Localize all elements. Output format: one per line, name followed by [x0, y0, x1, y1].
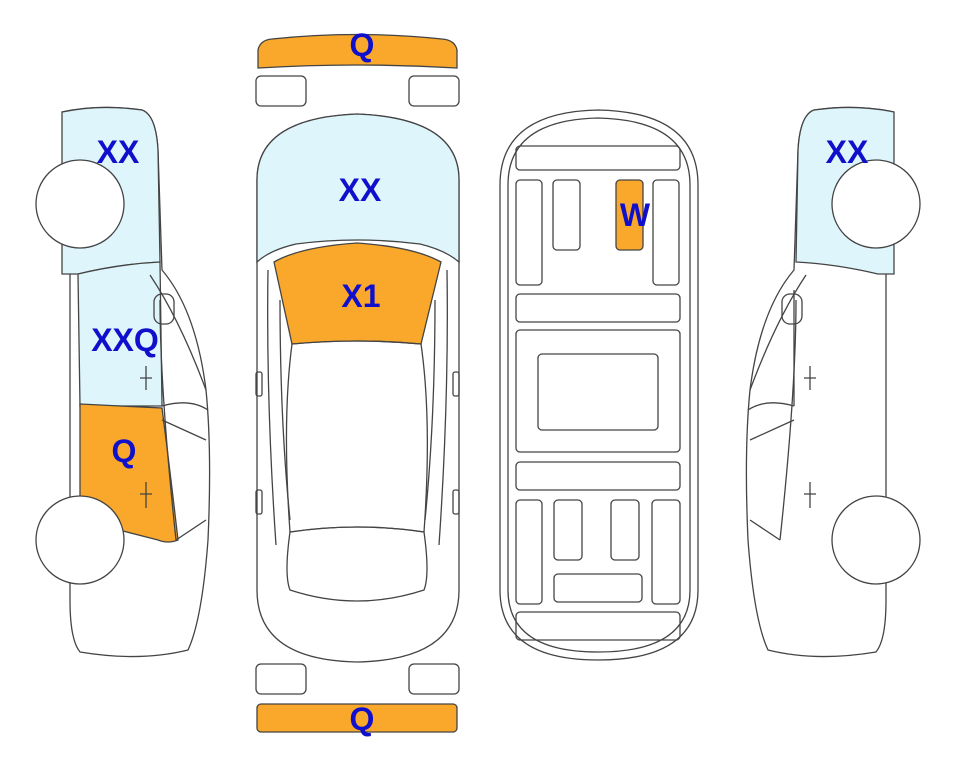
right-side-view — [745, 106, 921, 658]
underbody-panel-7 — [537, 353, 659, 431]
label-left-rear-door: Q — [112, 433, 137, 469]
left-side-view — [35, 106, 211, 658]
right-a-pillar — [749, 274, 807, 391]
right-handle-rear — [804, 482, 816, 508]
left-handle — [255, 489, 263, 515]
right-door-line — [749, 419, 795, 441]
right-rear-wheel — [831, 495, 921, 585]
left-door-line — [161, 419, 207, 441]
underbody-outline — [499, 109, 699, 661]
right-door-bottom — [749, 519, 781, 541]
right-belt-line — [747, 402, 795, 411]
rear-right-light — [408, 663, 460, 695]
left-a-pillar — [149, 274, 207, 391]
rear-window — [286, 526, 428, 602]
front-bumper-panel[interactable] — [257, 33, 458, 69]
underbody-panel-13 — [553, 573, 643, 603]
underbody-panel-14 — [515, 611, 681, 641]
right-side-glass-line — [438, 269, 448, 546]
roof-outline — [285, 340, 429, 533]
underbody-panel-9 — [515, 499, 543, 605]
label-windshield: X1 — [341, 278, 380, 314]
underbody-panel-12 — [651, 499, 681, 605]
right-mirror — [452, 371, 460, 397]
underbody-panel-11 — [610, 499, 640, 561]
underbody-view — [499, 109, 699, 661]
damage-labels: Q XX X1 Q W XX XXQ Q XX — [91, 27, 869, 737]
top-view — [255, 33, 460, 733]
underbody-panel-6 — [515, 329, 681, 453]
left-side-mirror — [153, 293, 175, 325]
left-side-glass-line — [267, 269, 277, 546]
left-front-wheel — [35, 159, 125, 249]
label-left-front-fender: XX — [97, 134, 140, 170]
rear-bumper-panel[interactable] — [256, 703, 458, 733]
left-handle-front — [140, 366, 152, 390]
label-right-front-fender: XX — [826, 134, 869, 170]
underbody-panel-5 — [515, 293, 681, 323]
front-right-light — [408, 75, 460, 107]
left-mirror — [255, 371, 263, 397]
right-side-mirror — [781, 293, 803, 325]
label-left-front-door: XXQ — [91, 322, 159, 358]
label-roof-part: W — [620, 197, 651, 233]
label-rear-bumper: Q — [350, 701, 375, 737]
left-belt-line — [161, 402, 209, 411]
underbody-panel-10 — [553, 499, 583, 561]
left-handle-rear — [140, 482, 152, 508]
underbody-inner-outline — [507, 117, 691, 653]
left-door-bottom — [175, 519, 207, 541]
underbody-panel-2 — [515, 179, 543, 286]
underbody-panel-4 — [652, 179, 680, 286]
rear-left-light — [255, 663, 307, 695]
underbody-part-w[interactable] — [615, 179, 644, 251]
front-left-light — [255, 75, 307, 107]
left-rear-wheel — [35, 495, 125, 585]
right-handle — [452, 489, 460, 515]
label-hood: XX — [339, 172, 382, 208]
label-front-bumper: Q — [350, 27, 375, 63]
right-front-wheel — [831, 159, 921, 249]
underbody-panel-3 — [552, 179, 581, 251]
right-pillar-line — [424, 299, 436, 521]
hood-panel[interactable] — [256, 113, 460, 264]
left-pillar-line — [279, 299, 291, 521]
underbody-panel-8 — [515, 461, 681, 491]
right-handle-front — [804, 366, 816, 390]
underbody-panel-1 — [515, 145, 681, 171]
